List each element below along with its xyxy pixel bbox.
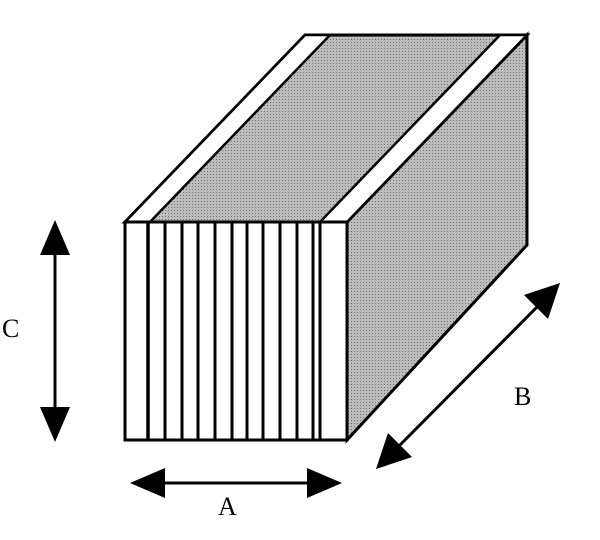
dimension-a-arrow: [130, 468, 342, 498]
front-plate-lines: [146, 222, 322, 440]
dimension-c-arrow: [40, 220, 70, 442]
label-c: C: [2, 314, 19, 343]
label-a: A: [218, 492, 237, 521]
dimension-b-arrow: [376, 283, 560, 469]
label-b: B: [514, 382, 531, 411]
front-face: [123, 220, 349, 442]
